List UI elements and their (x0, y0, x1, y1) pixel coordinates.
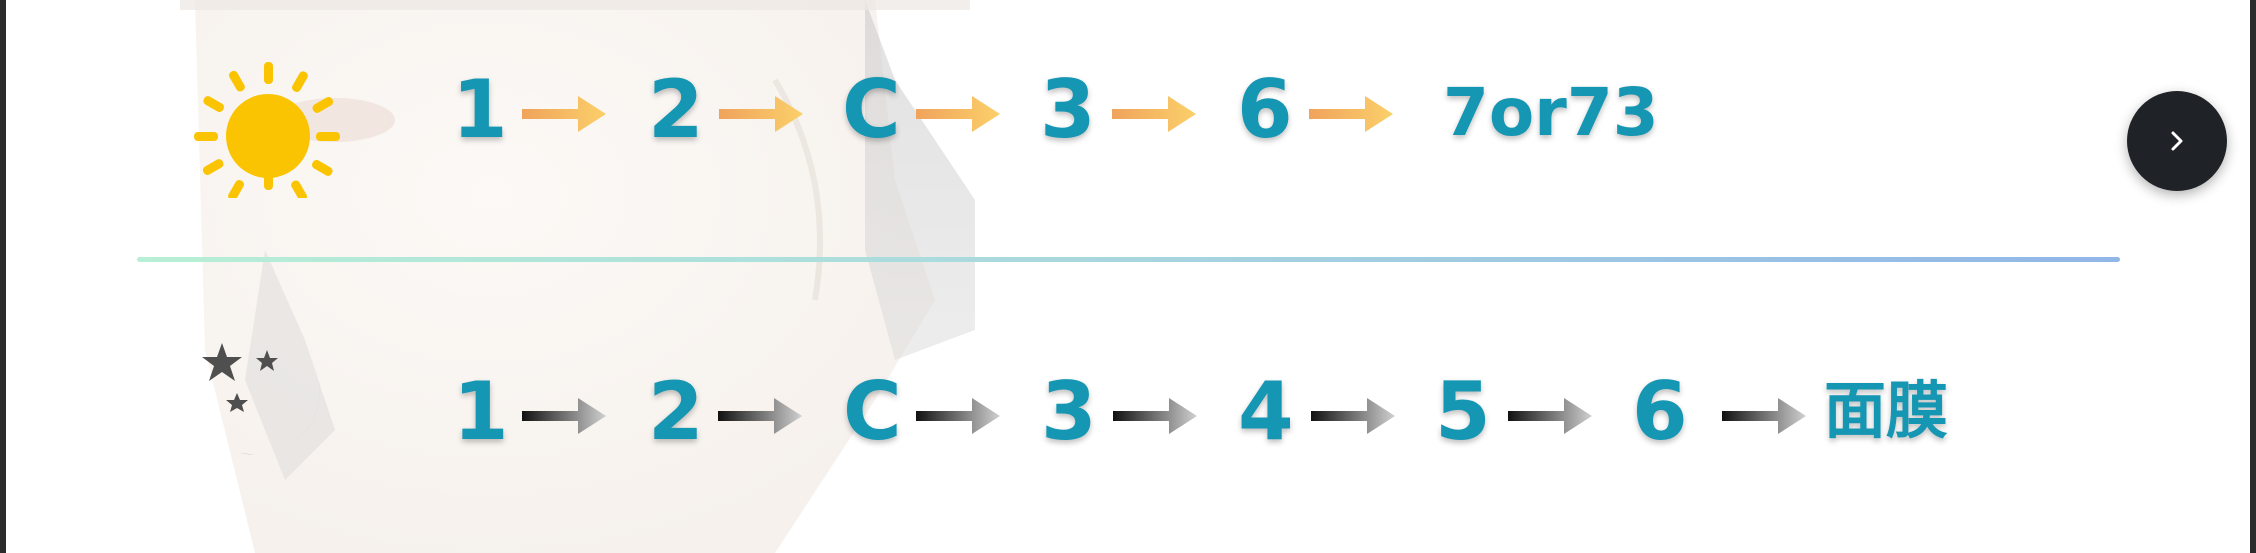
arrow-right-icon (719, 96, 803, 132)
morning-routine-row: 1 2 C 3 6 7or73 (0, 40, 2256, 202)
night-routine-row: 1 2 C 3 4 5 6 面膜 (0, 342, 2256, 492)
arrow-right-icon (1112, 96, 1196, 132)
morning-step-7or73: 7or73 (1443, 74, 1659, 151)
morning-step-3: 3 (1040, 63, 1096, 156)
arrow-right-icon (1309, 96, 1393, 132)
night-step-6: 6 (1632, 365, 1688, 458)
window-frame-left (0, 0, 6, 553)
photo-top-edge (180, 0, 970, 10)
night-step-4: 4 (1238, 365, 1294, 458)
night-step-1: 1 (453, 365, 509, 458)
night-step-3: 3 (1041, 365, 1097, 458)
arrow-right-icon (916, 96, 1000, 132)
night-step-2: 2 (648, 365, 704, 458)
arrow-right-icon (1113, 398, 1197, 434)
arrow-right-icon (1311, 398, 1395, 434)
morning-step-2: 2 (648, 63, 704, 156)
morning-step-c: C (842, 63, 901, 156)
next-slide-button[interactable] (2127, 91, 2227, 191)
night-step-mask: 面膜 (1824, 374, 1949, 447)
night-step-c: C (843, 365, 902, 458)
arrow-right-icon (1508, 398, 1592, 434)
morning-step-6: 6 (1237, 63, 1293, 156)
chevron-right-icon (2171, 131, 2183, 151)
arrow-right-icon (718, 398, 802, 434)
night-step-5: 5 (1435, 365, 1491, 458)
sun-icon (190, 38, 350, 202)
arrow-right-icon (1722, 398, 1806, 434)
arrow-right-icon (522, 398, 606, 434)
moon-stars-icon (190, 337, 350, 497)
section-divider (137, 257, 2120, 262)
arrow-right-icon (522, 96, 606, 132)
arrow-right-icon (916, 398, 1000, 434)
morning-step-1: 1 (452, 63, 508, 156)
window-frame-right (2250, 0, 2256, 553)
